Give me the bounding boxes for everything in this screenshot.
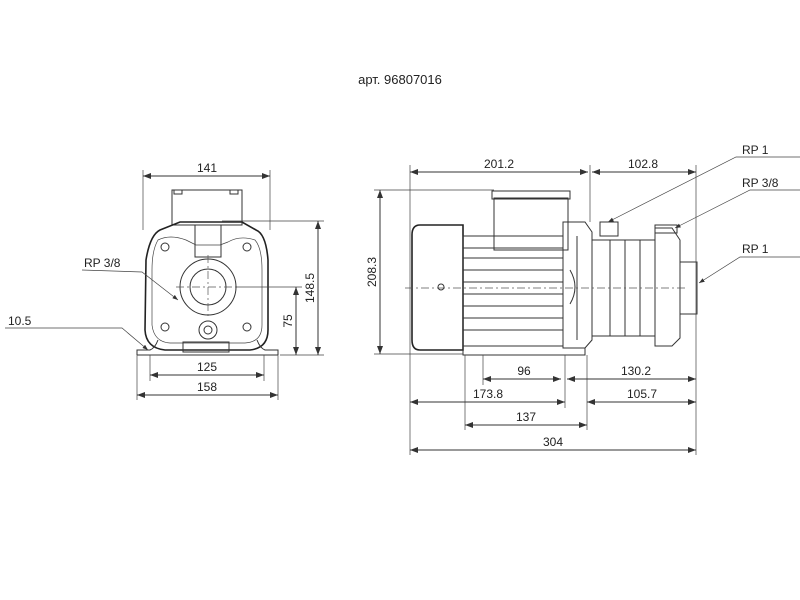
dim-10-5: 10.5 (8, 314, 32, 328)
article-title: арт. 96807016 (358, 72, 442, 87)
front-view: 141 148.5 75 125 158 RP 3/8 10.5 (5, 161, 324, 400)
dim-208-3: 208.3 (365, 257, 379, 287)
side-view: 201.2 102.8 208.3 96 130.2 173.8 105.7 1… (365, 143, 800, 455)
dim-137: 137 (516, 410, 536, 424)
connection-end-label: RP 1 (742, 242, 769, 256)
dim-141: 141 (197, 161, 217, 175)
dim-130-2: 130.2 (621, 364, 651, 378)
dim-102-8: 102.8 (628, 157, 658, 171)
front-pump-outline (136, 189, 279, 356)
dim-105-7: 105.7 (627, 387, 657, 401)
dim-158: 158 (197, 380, 217, 394)
dim-173-8: 173.8 (473, 387, 503, 401)
dim-201-2: 201.2 (484, 157, 514, 171)
dim-96: 96 (517, 364, 531, 378)
dim-125: 125 (197, 360, 217, 374)
dim-75: 75 (281, 314, 295, 328)
connection-vent-label: RP 3/8 (742, 176, 779, 190)
connection-top-label: RP 1 (742, 143, 769, 157)
side-pump-outline (405, 190, 698, 356)
dim-148-5: 148.5 (303, 273, 317, 303)
dim-304: 304 (543, 435, 563, 449)
front-connection-label: RP 3/8 (84, 256, 121, 270)
